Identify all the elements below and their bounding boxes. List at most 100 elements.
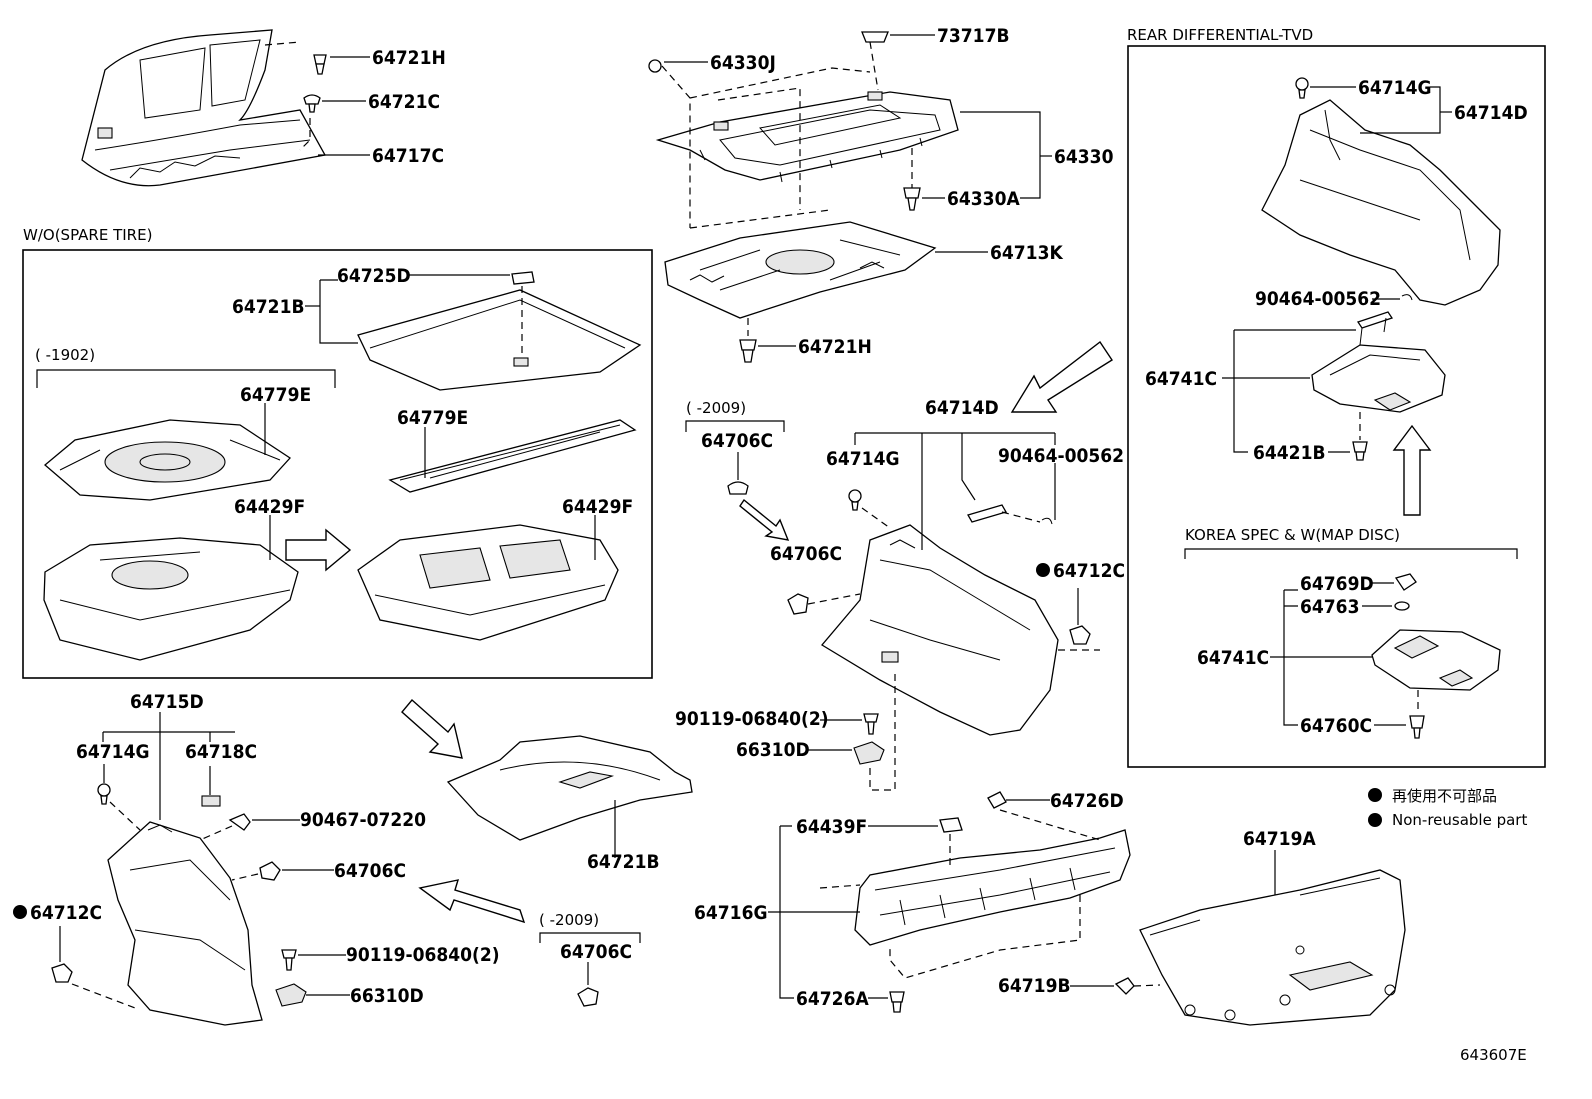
legend-english-text: Non-reusable part: [1392, 811, 1527, 829]
trunk-lid-lining-64719A-illustration: [1139, 869, 1406, 1026]
clip-64721H-top-icon: [313, 54, 327, 75]
part-64714D-top-label: 64714D: [1454, 102, 1528, 124]
part-64721B-bottom-label: 64721B: [587, 851, 660, 873]
clip-64330J-icon: [648, 59, 662, 73]
part-64721B-top-label: 64721B: [232, 296, 305, 318]
floor-mat-64721B-illustration: [357, 289, 642, 391]
part-64714G-top-label: 64714G: [1358, 77, 1432, 99]
part-64706C-center-top-label: 64706C: [701, 430, 773, 452]
clip-64439F-icon: [939, 817, 963, 833]
part-64330J-label: 64330J: [710, 52, 776, 74]
clip-64706C-center-icon: [787, 593, 809, 615]
clip-64330A-icon: [903, 187, 921, 211]
part-64717C-label: 64717C: [372, 145, 444, 167]
foam-tray-64429F-left-illustration: [43, 537, 299, 661]
until-2009-label-bottom: ( -2009): [539, 911, 599, 929]
part-64779E-left-label: 64779E: [240, 384, 311, 406]
clip-64706C-left-icon: [259, 861, 281, 881]
part-90464-center-label: 90464-00562: [998, 445, 1124, 467]
part-64706C-center-label: 64706C: [770, 543, 842, 565]
package-tray-illustration: [655, 91, 959, 183]
nut-64712C-center-icon: [1069, 625, 1091, 645]
quarter-trim-64715D-illustration: [107, 821, 263, 1026]
spare-tire-tray-64779E-illustration: [43, 419, 291, 501]
box-64741C-top-illustration: [1311, 344, 1446, 413]
part-90119-center-label: 90119-06840(2): [675, 708, 829, 730]
part-64725D-label: 64725D: [337, 265, 411, 287]
until-2009-label-mid: ( -2009): [686, 399, 746, 417]
clip-64725D-icon: [511, 271, 535, 285]
part-64706C-bottom-label: 64706C: [560, 941, 632, 963]
clip-64714G-top-icon: [1295, 77, 1309, 99]
korea-spec-bracket: [1184, 548, 1518, 559]
part-64726A-label: 64726A: [796, 988, 869, 1010]
legend-japanese-text: 再使用不可部品: [1392, 787, 1497, 805]
part-64439F-label: 64439F: [796, 816, 867, 838]
figure-id: 643607E: [1460, 1046, 1527, 1064]
part-64429F-right-label: 64429F: [562, 496, 633, 518]
non-reusable-dot-left: [13, 905, 27, 919]
direction-arrow-right: [285, 528, 352, 572]
part-64769D-label: 64769D: [1300, 573, 1374, 595]
without-spare-tire-box: [22, 249, 653, 679]
clip-64421B-icon: [1352, 441, 1368, 461]
part-64429F-left-label: 64429F: [234, 496, 305, 518]
until-1902-label: ( -1902): [35, 346, 95, 364]
bolt-90119-left-icon: [281, 949, 297, 971]
rear-differential-box: [1127, 45, 1546, 768]
part-64779E-right-label: 64779E: [397, 407, 468, 429]
until-2009-bracket-mid: [685, 420, 785, 432]
direction-arrow-upper-right: [1010, 340, 1113, 413]
clip-64721H-bottom-icon: [739, 339, 757, 363]
foam-strip-64779E-illustration: [388, 419, 637, 493]
clip-64726D-icon: [987, 791, 1007, 809]
clip-73717B-icon: [861, 31, 889, 43]
clip-64714G-left-icon: [97, 783, 111, 805]
part-90464-top-label: 90464-00562: [1255, 288, 1381, 310]
part-64712C-left-label: 64712C: [30, 902, 102, 924]
part-64726D-label: 64726D: [1050, 790, 1124, 812]
part-64712C-center-label: 64712C: [1053, 560, 1125, 582]
part-66310D-left-label: 66310D: [350, 985, 424, 1007]
bracket-90464-top-icon: [1356, 294, 1413, 346]
part-64715D-label: 64715D: [130, 691, 204, 713]
rear-differential-label: REAR DIFFERENTIAL-TVD: [1127, 26, 1313, 44]
until-1902-bracket: [36, 369, 336, 388]
part-90119-left-label: 90119-06840(2): [346, 944, 500, 966]
part-64719A-label: 64719A: [1243, 828, 1316, 850]
part-64716G-label: 64716G: [694, 902, 768, 924]
legend-dot-japanese: [1368, 788, 1382, 802]
clip-64719B-icon: [1114, 977, 1135, 995]
part-64706C-left-label: 64706C: [334, 860, 406, 882]
grommet-66310D-center-icon: [853, 741, 885, 765]
clip-64721C-icon: [303, 94, 321, 113]
part-64741C-top-label: 64741C: [1145, 368, 1217, 390]
part-64741C-bottom-label: 64741C: [1197, 647, 1269, 669]
bolt-90119-center-icon: [863, 713, 879, 735]
legend-dot-english: [1368, 813, 1382, 827]
part-64330-label: 64330: [1054, 146, 1114, 168]
korea-spec-label: KOREA SPEC & W(MAP DISC): [1185, 526, 1400, 544]
trunk-trim-64716G-illustration: [854, 829, 1131, 946]
clip-64714G-center-icon: [848, 489, 862, 511]
part-64721C-label: 64721C: [368, 91, 440, 113]
foam-tray-64429F-right-illustration: [357, 524, 619, 641]
part-64763-label: 64763: [1300, 596, 1359, 618]
part-64721H-bottom-label: 64721H: [798, 336, 872, 358]
part-64713K-label: 64713K: [990, 242, 1063, 264]
nut-64712C-left-icon: [51, 963, 73, 983]
part-64760C-label: 64760C: [1300, 715, 1372, 737]
part-64719B-label: 64719B: [998, 975, 1071, 997]
clip-90467-icon: [228, 813, 251, 831]
bracket-90464-center-icon: [967, 504, 1053, 525]
part-90467-label: 90467-07220: [300, 809, 426, 831]
part-64714G-center-label: 64714G: [826, 448, 900, 470]
part-73717B-label: 73717B: [937, 25, 1010, 47]
part-64330A-label: 64330A: [947, 188, 1020, 210]
part-64714G-left-label: 64714G: [76, 741, 150, 763]
box-64741C-bottom-illustration: [1371, 629, 1501, 691]
clip-64706C-center-top-icon: [727, 481, 749, 495]
trunk-lid-trim-illustration: [81, 29, 327, 187]
grommet-66310D-left-icon: [275, 983, 307, 1007]
rear-panel-64713K-illustration: [664, 221, 937, 319]
